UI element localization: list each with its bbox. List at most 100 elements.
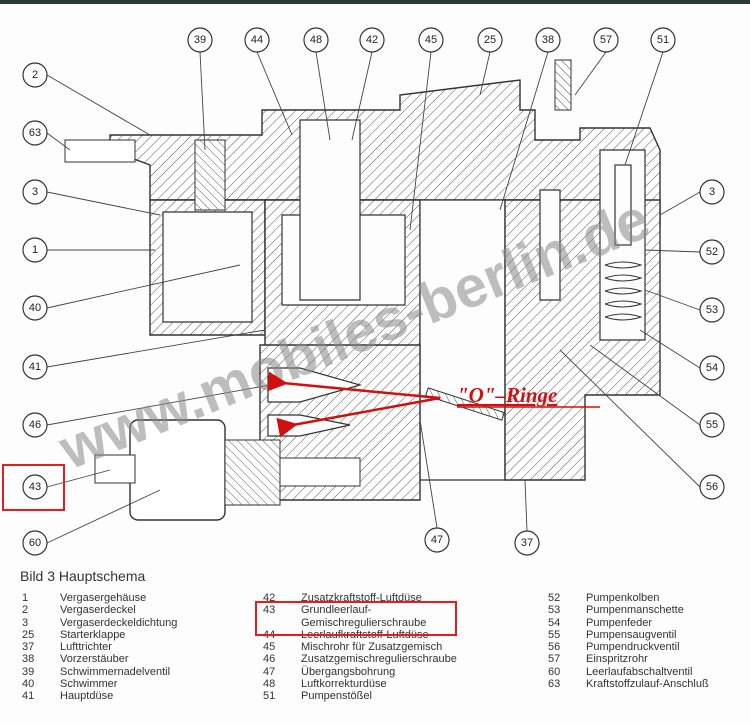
svg-text:52: 52 xyxy=(706,246,718,258)
arrow-upper-o-ring xyxy=(267,371,441,400)
svg-text:60: 60 xyxy=(29,537,41,549)
legend-item: 48 Luftkorrekturdüse xyxy=(263,678,457,690)
svg-text:48: 48 xyxy=(310,34,322,46)
legend-item: 40 Schwimmer xyxy=(22,678,177,690)
svg-text:46: 46 xyxy=(29,419,41,431)
legend-number: 39 xyxy=(22,665,35,678)
legend-name: Vergaserdeckeldichtung xyxy=(60,616,178,629)
svg-text:43: 43 xyxy=(29,481,41,493)
svg-text:42: 42 xyxy=(366,34,378,46)
legend-name: Starterklappe xyxy=(60,628,126,641)
legend-number: 53 xyxy=(548,604,561,617)
legend-name: Pumpenstößel xyxy=(301,690,372,703)
callout-2: 2 xyxy=(22,62,48,88)
legend-item: 3 Vergaserdeckeldichtung xyxy=(22,617,177,629)
legend-name: Lufttrichter xyxy=(60,641,112,654)
callout-47: 47 xyxy=(424,527,450,553)
svg-text:55: 55 xyxy=(706,419,718,431)
legend-number: 45 xyxy=(263,641,276,654)
callout-48: 48 xyxy=(303,27,329,53)
legend-name: Übergangsbohrung xyxy=(301,665,396,678)
svg-text:38: 38 xyxy=(542,34,554,46)
o-ring-label: "O"–Ringe xyxy=(457,383,557,407)
svg-text:2: 2 xyxy=(32,69,38,81)
callout-51: 51 xyxy=(650,27,676,53)
callout-52: 52 xyxy=(699,239,725,265)
carburetor-body xyxy=(64,59,661,521)
callout-1: 1 xyxy=(22,237,48,263)
figure-caption: Bild 3 Hauptschema xyxy=(20,568,146,584)
callout-54: 54 xyxy=(699,355,725,381)
svg-text:1: 1 xyxy=(32,244,38,256)
legend-name: Vorzerstäuber xyxy=(60,653,129,666)
legend-item: 45 Mischrohr für Zusatzgemisch xyxy=(263,641,457,653)
legend-name: Schwimmer xyxy=(60,678,118,691)
legend-item: 54 Pumpenfeder xyxy=(548,617,709,629)
callout-46: 46 xyxy=(22,412,48,438)
legend-name: Pumpendruckventil xyxy=(586,641,680,654)
legend-number: 57 xyxy=(548,653,561,666)
svg-text:57: 57 xyxy=(600,34,612,46)
legend-name: Leerlaufabschaltventil xyxy=(586,665,693,678)
legend-number: 56 xyxy=(548,641,561,654)
legend-number: 51 xyxy=(263,690,276,703)
legend-name: Luftkorrekturdüse xyxy=(301,678,387,691)
leader-lines xyxy=(46,51,701,544)
legend-name: Pumpenfeder xyxy=(586,616,653,629)
svg-text:37: 37 xyxy=(521,537,533,549)
legend-number: 40 xyxy=(22,678,35,691)
svg-text:53: 53 xyxy=(706,304,718,316)
callout-37: 37 xyxy=(514,530,540,556)
legend-item: 39 Schwimmernadelventil xyxy=(22,666,177,678)
legend-name: Schwimmernadelventil xyxy=(60,665,171,678)
svg-text:47: 47 xyxy=(431,534,443,546)
legend-name: Pumpenmanschette xyxy=(586,604,684,617)
callout-53: 53 xyxy=(699,297,725,323)
legend-number: 38 xyxy=(22,653,35,666)
legend-item: 53 Pumpenmanschette xyxy=(548,604,709,616)
svg-text:40: 40 xyxy=(29,302,41,314)
legend-name: Einspritzrohr xyxy=(586,653,648,666)
legend-number: 41 xyxy=(22,690,35,703)
callout-45: 45 xyxy=(418,27,444,53)
svg-text:54: 54 xyxy=(706,362,718,374)
legend-name: Pumpensaugventil xyxy=(586,628,677,641)
carburetor-cross-section: 39 44 48 42 45 25 38 57 51 2 63 3 1 40 4… xyxy=(2,27,725,556)
legend-name: Mischrohr für Zusatzgemisch xyxy=(301,641,443,654)
callout-labels: 39 44 48 42 45 25 38 57 51 2 63 3 1 40 4… xyxy=(2,27,725,556)
callout-40: 40 xyxy=(22,295,48,321)
svg-text:39: 39 xyxy=(194,34,206,46)
legend-item: 51 Pumpenstößel xyxy=(263,690,457,702)
callout-60: 60 xyxy=(22,530,48,556)
legend-number: 48 xyxy=(263,678,276,691)
svg-text:3: 3 xyxy=(32,186,38,198)
legend-item: 25 Starterklappe xyxy=(22,629,177,641)
legend-number: 25 xyxy=(22,628,35,641)
callout-43: 43 xyxy=(22,474,48,500)
legend-name: Zusatzgemischregulierschraube xyxy=(301,653,457,666)
arrow-lower-o-ring xyxy=(276,396,441,438)
legend-number: 3 xyxy=(22,616,29,629)
callout-42: 42 xyxy=(359,27,385,53)
legend-number: 54 xyxy=(548,616,561,629)
callout-55: 55 xyxy=(699,412,725,438)
callout-39: 39 xyxy=(187,27,213,53)
callout-3-right: 3 xyxy=(699,179,725,205)
legend-item: 38 Vorzerstäuber xyxy=(22,653,177,665)
legend-name: Hauptdüse xyxy=(60,690,114,703)
legend-name: Vergaserdeckel xyxy=(60,604,136,617)
callout-43-highlight xyxy=(2,464,65,511)
legend-43-highlight xyxy=(255,601,457,636)
callout-44: 44 xyxy=(244,27,270,53)
